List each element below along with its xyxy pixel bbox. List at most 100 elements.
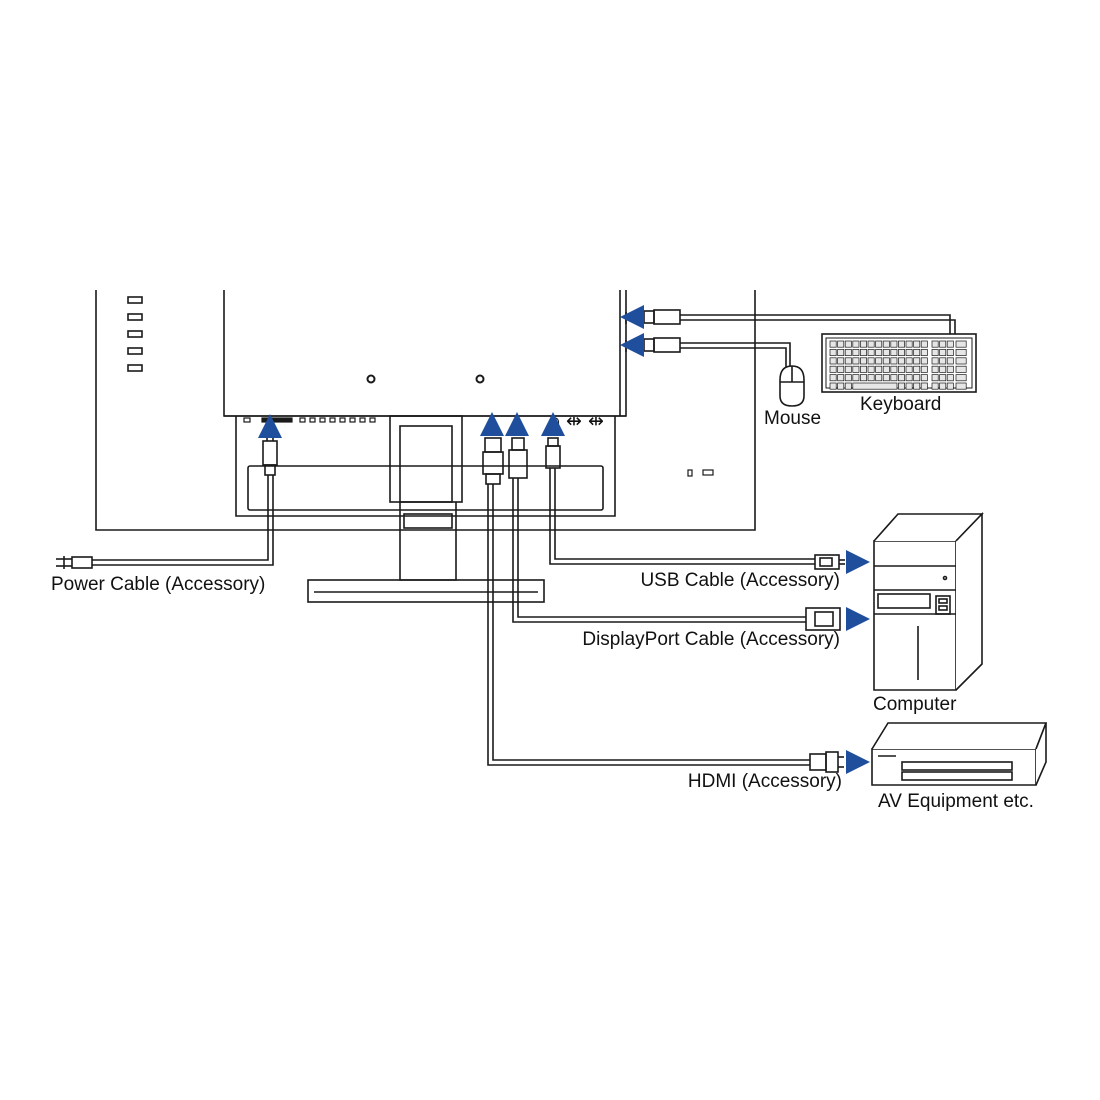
keyboard-key xyxy=(882,349,890,356)
keyboard-cable xyxy=(643,309,956,334)
keyboard-numpad-key xyxy=(946,382,954,390)
keyboard-key xyxy=(829,374,837,382)
keyboard-numpad-key xyxy=(931,349,939,356)
keyboard-numpad-key xyxy=(946,374,954,382)
keyboard-numpad-key xyxy=(946,340,954,348)
keyboard-key xyxy=(852,340,860,348)
keyboard-numpad-key xyxy=(955,340,967,348)
keyboard-numpad-key xyxy=(931,340,939,348)
keyboard-key xyxy=(898,374,905,382)
port-indicator-row: ∩ ⇹ ⇹ xyxy=(243,411,604,432)
keyboard-key xyxy=(844,349,852,356)
keyboard-label: Keyboard xyxy=(860,394,941,415)
keyboard-key xyxy=(905,340,913,348)
monitor-inner-panel xyxy=(223,290,627,417)
keyboard-numpad-key xyxy=(931,382,939,390)
usb-cable-label: USB Cable (Accessory) xyxy=(640,570,840,591)
keyboard-key xyxy=(920,365,928,373)
computer-tower xyxy=(873,512,984,691)
av-equipment-label: AV Equipment etc. xyxy=(878,791,1034,812)
keyboard-key xyxy=(890,357,898,365)
keyboard-numpad-key xyxy=(939,349,947,356)
keyboard-numpad-key xyxy=(939,357,947,365)
keyboard-key xyxy=(898,357,905,365)
keyboard-key xyxy=(829,382,837,390)
keyboard-numpad-key xyxy=(955,357,967,365)
keyboard-key xyxy=(829,365,837,373)
keyboard-key xyxy=(920,349,928,356)
keyboard-key xyxy=(860,357,867,365)
keyboard-key xyxy=(920,374,928,382)
displayport-cable xyxy=(508,437,841,631)
keyboard-key xyxy=(860,365,867,373)
hdmi-cable xyxy=(482,437,844,773)
keyboard-key xyxy=(882,365,890,373)
keyboard-key xyxy=(890,340,898,348)
keyboard-numpad-key xyxy=(939,365,947,373)
keyboard-key xyxy=(905,374,913,382)
keyboard-key xyxy=(837,382,845,390)
mouse-cable xyxy=(643,337,791,370)
keyboard-keys xyxy=(829,340,967,390)
keyboard-numpad-key xyxy=(946,349,954,356)
keyboard-key xyxy=(882,357,890,365)
keyboard-key xyxy=(852,349,860,356)
keyboard-key xyxy=(913,382,921,390)
usb-upstream-cable xyxy=(545,437,845,570)
keyboard-key xyxy=(837,357,845,365)
keyboard-key xyxy=(890,365,898,373)
keyboard-key xyxy=(837,365,845,373)
mouse-device xyxy=(779,365,805,407)
keyboard-key xyxy=(860,349,867,356)
keyboard-key xyxy=(920,340,928,348)
keyboard-key xyxy=(920,382,928,390)
hdmi-cable-label: HDMI (Accessory) xyxy=(688,771,842,792)
keyboard-key xyxy=(920,357,928,365)
keyboard-key xyxy=(852,357,860,365)
keyboard-numpad-key xyxy=(955,365,967,373)
keyboard-numpad-key xyxy=(955,349,967,356)
keyboard-key xyxy=(837,374,845,382)
keyboard-key xyxy=(875,357,883,365)
power-cable xyxy=(56,436,278,569)
keyboard-key xyxy=(829,340,837,348)
svg-text:⇹: ⇹ xyxy=(588,411,604,432)
keyboard-key xyxy=(867,374,875,382)
keyboard-numpad-key xyxy=(939,382,947,390)
keyboard-key xyxy=(905,357,913,365)
av-equipment-device xyxy=(871,722,1048,786)
keyboard-key xyxy=(860,340,867,348)
keyboard-key xyxy=(844,357,852,365)
keyboard-key xyxy=(890,374,898,382)
svg-text:⇹: ⇹ xyxy=(566,411,582,432)
keyboard-device xyxy=(821,333,977,393)
keyboard-key xyxy=(913,357,921,365)
keyboard-key xyxy=(844,340,852,348)
keyboard-key xyxy=(898,340,905,348)
keyboard-spacebar xyxy=(852,382,898,390)
monitor-vent-slots xyxy=(127,296,143,372)
keyboard-key xyxy=(875,374,883,382)
kensington-slot xyxy=(687,469,714,477)
power-cable-label: Power Cable (Accessory) xyxy=(51,574,265,595)
keyboard-numpad-key xyxy=(931,374,939,382)
keyboard-key xyxy=(882,374,890,382)
keyboard-key xyxy=(867,365,875,373)
keyboard-numpad-key xyxy=(931,365,939,373)
keyboard-key xyxy=(837,340,845,348)
keyboard-numpad-key xyxy=(946,365,954,373)
keyboard-key xyxy=(829,349,837,356)
keyboard-key xyxy=(867,349,875,356)
keyboard-numpad-key xyxy=(946,357,954,365)
displayport-cable-label: DisplayPort Cable (Accessory) xyxy=(582,629,840,650)
keyboard-key xyxy=(913,340,921,348)
monitor-stand xyxy=(307,415,545,603)
keyboard-key xyxy=(890,349,898,356)
keyboard-key xyxy=(837,349,845,356)
keyboard-numpad-key xyxy=(955,382,967,390)
keyboard-key xyxy=(829,357,837,365)
vesa-screw-holes xyxy=(366,374,485,384)
keyboard-key xyxy=(905,382,913,390)
